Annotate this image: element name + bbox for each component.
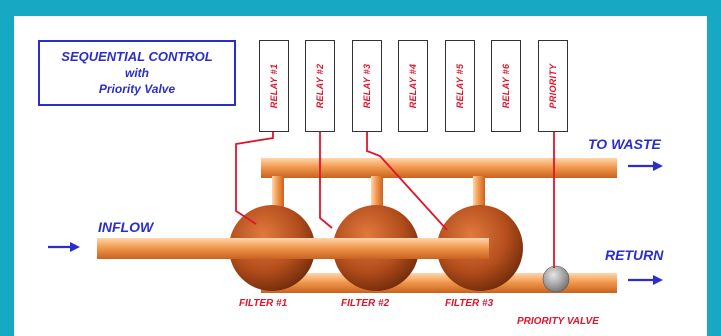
to-waste-label: TO WASTE (588, 136, 661, 152)
relay-2-label: RELAY #2 (315, 63, 325, 109)
title-line-1: SEQUENTIAL CONTROL (61, 49, 213, 64)
relay-4-label: RELAY #4 (408, 63, 418, 109)
filter-3-label: FILTER #3 (445, 298, 494, 309)
relay-3-label: RELAY #3 (362, 63, 372, 109)
riser-filter-1 (272, 176, 284, 210)
diagram-title-box: SEQUENTIAL CONTROL with Priority Valve (38, 40, 236, 106)
relay-5-label: RELAY #5 (455, 63, 465, 109)
inflow-arrow-head (70, 242, 80, 252)
diagram-frame: SEQUENTIAL CONTROL with Priority Valve R… (14, 16, 707, 336)
relay-5-box: RELAY #5 (445, 40, 475, 132)
wire-relay-3 (366, 116, 448, 231)
filter-2-label: FILTER #2 (341, 298, 390, 309)
wire-relay-2 (319, 116, 333, 229)
piping-diagram (48, 116, 663, 293)
riser-filter-2 (371, 176, 383, 210)
priority-relay-box: PRIORITY (538, 40, 568, 132)
relay-2-box: RELAY #2 (305, 40, 335, 132)
relay-3-box: RELAY #3 (352, 40, 382, 132)
relay-1-label: RELAY #1 (269, 63, 279, 109)
waste-arrow-head (653, 161, 663, 171)
relay-4-box: RELAY #4 (398, 40, 428, 132)
relay-6-label: RELAY #6 (501, 63, 511, 109)
priority-valve-label: PRIORITY VALVE (517, 316, 599, 327)
return-label: RETURN (605, 247, 664, 263)
inflow-pipe (97, 238, 489, 259)
filter-1-label: FILTER #1 (239, 298, 288, 309)
inflow-label: INFLOW (98, 219, 154, 235)
return-arrow-head (653, 275, 663, 285)
riser-filter-3 (473, 176, 485, 210)
waste-header-pipe (261, 158, 617, 178)
title-line-3: Priority Valve (98, 82, 176, 96)
relay-1-box: RELAY #1 (259, 40, 289, 132)
priority-valve (542, 265, 570, 293)
relay-6-box: RELAY #6 (491, 40, 521, 132)
priority-relay-label: PRIORITY (548, 63, 558, 109)
title-line-2: with (125, 66, 149, 80)
